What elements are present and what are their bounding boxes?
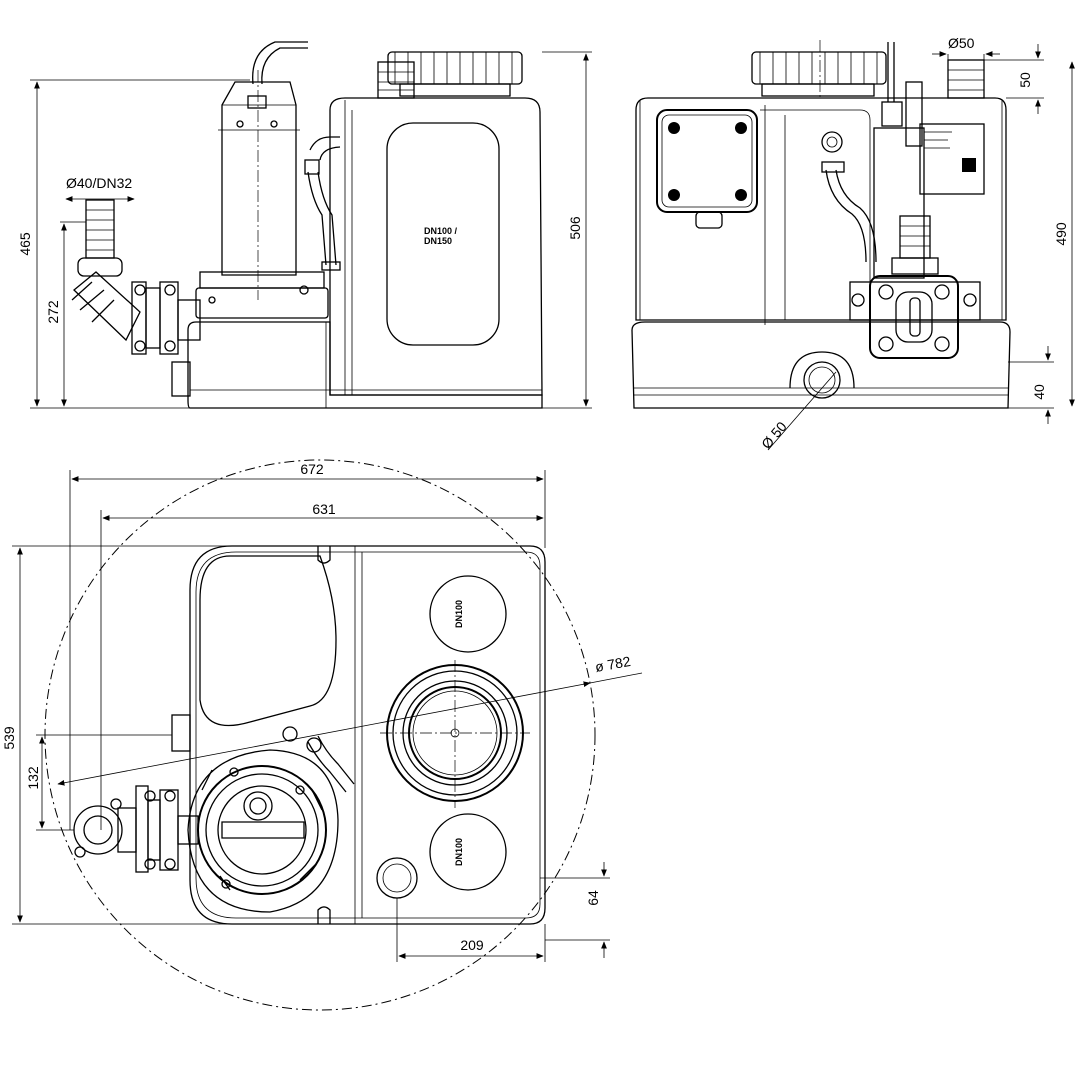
- side-base: [187, 321, 543, 409]
- plan-dim-539: 539: [1, 726, 17, 750]
- plan-dim-631: 631: [312, 501, 336, 517]
- front-top-pipe-diameter: Ø50: [948, 35, 975, 51]
- plan-port-bottom: [429, 813, 507, 891]
- front-view: Ø50 50 490 40 Ø 50: [631, 35, 1075, 452]
- plan-dim-782: ø 782: [594, 653, 632, 675]
- plan-outlet-assembly: [73, 785, 199, 873]
- front-bottom-port-diameter: Ø 50: [758, 418, 790, 452]
- front-dim-40: 40: [1031, 384, 1047, 400]
- side-view: 465 272 506 Ø40/DN32 DN100 / DN150: [17, 41, 592, 409]
- front-body: [635, 97, 1007, 321]
- side-tank-window: [386, 122, 500, 346]
- side-tank-label-2: DN150: [424, 236, 452, 246]
- plan-pump-housing: [187, 749, 339, 913]
- side-outlet-assembly: [71, 199, 201, 355]
- side-tank-label-1: DN100 /: [424, 226, 458, 236]
- plan-view: DN100 DN100: [1, 459, 643, 1011]
- plan-port-top: [429, 575, 507, 653]
- plan-port-label-top: DN100: [454, 600, 464, 628]
- plan-dim-64: 64: [585, 890, 601, 906]
- side-hose: [307, 171, 337, 266]
- side-dim-506: 506: [567, 216, 583, 240]
- front-lid: [751, 51, 887, 85]
- side-pump-motor: [221, 81, 297, 276]
- front-outlet-assembly: [849, 215, 981, 359]
- front-base: [631, 321, 1011, 409]
- plan-body: [189, 545, 546, 925]
- front-label-plate: [919, 123, 985, 195]
- front-dim-50: 50: [1017, 72, 1033, 88]
- side-vent-pipe: [377, 61, 415, 99]
- plan-dim-209: 209: [460, 937, 484, 953]
- plan-port-label-bottom: DN100: [454, 838, 464, 866]
- front-top-pipe: [947, 59, 985, 99]
- front-dim-490: 490: [1053, 222, 1069, 246]
- front-bottom-port: [803, 361, 841, 399]
- side-tank-body: [329, 97, 543, 396]
- plan-dim-672: 672: [300, 461, 324, 477]
- plan-dim-132: 132: [25, 766, 41, 790]
- side-dim-465: 465: [17, 232, 33, 256]
- side-power-cable: [252, 41, 308, 85]
- side-dim-272: 272: [45, 300, 61, 324]
- side-inlet-label: Ø40/DN32: [66, 175, 132, 191]
